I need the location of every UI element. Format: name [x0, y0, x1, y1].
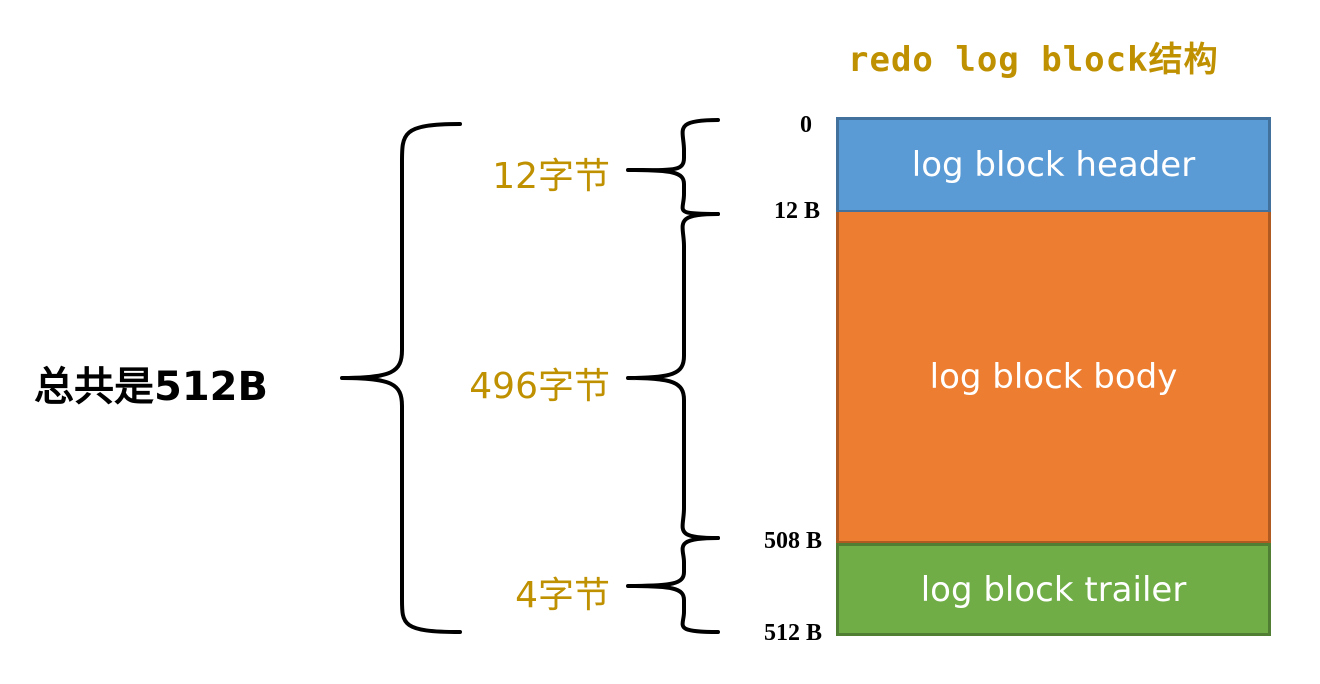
brace-body — [626, 212, 720, 540]
brace-header — [626, 118, 720, 216]
brace-trailer — [626, 536, 720, 634]
brace-total — [340, 122, 462, 634]
log-block-body: log block body — [836, 212, 1271, 544]
log-block-trailer-label: log block trailer — [920, 569, 1187, 610]
log-block-trailer: log block trailer — [836, 543, 1271, 636]
log-block-header: log block header — [836, 117, 1271, 213]
offset-label-512: 512 B — [763, 620, 822, 646]
total-size-label: 总共是512B — [34, 364, 268, 410]
offset-label-508: 508 B — [763, 528, 822, 554]
size-label-body: 496字节 — [469, 366, 610, 407]
diagram-title: redo log block结构 — [848, 40, 1219, 80]
log-block-header-label: log block header — [911, 145, 1196, 185]
offset-label-12: 12 B — [773, 198, 820, 224]
offset-label-0: 0 — [800, 112, 812, 138]
size-label-header: 12字节 — [492, 156, 610, 197]
size-label-trailer: 4字节 — [515, 575, 610, 616]
log-block-body-label: log block body — [929, 356, 1178, 397]
